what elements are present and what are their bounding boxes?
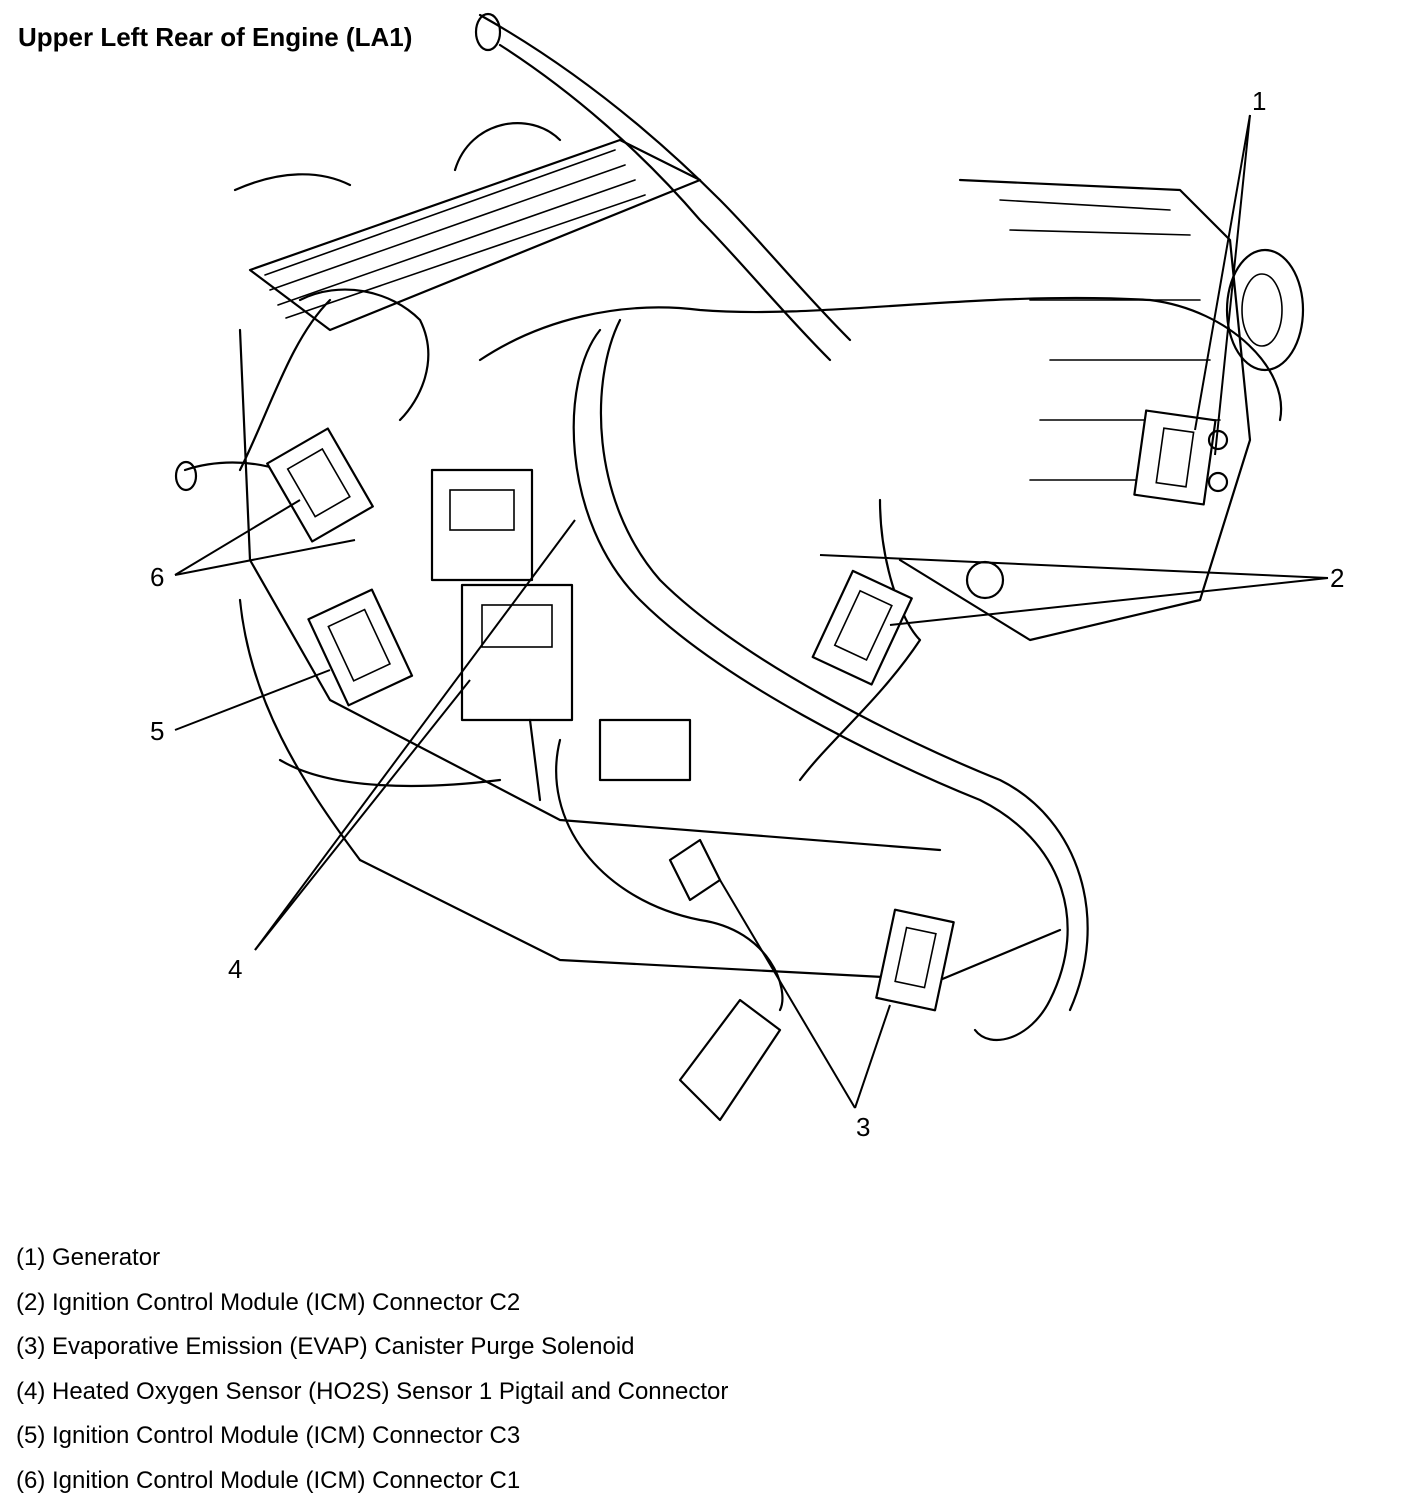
valve-cover xyxy=(235,123,1060,980)
page-title: Upper Left Rear of Engine (LA1) xyxy=(18,22,412,53)
callout-2: 2 xyxy=(1330,563,1344,593)
callout-6: 6 xyxy=(150,562,164,592)
icm-connector-c2 xyxy=(813,571,912,685)
legend: (1) Generator (2) Ignition Control Modul… xyxy=(16,1236,728,1503)
legend-item: (1) Generator xyxy=(16,1236,728,1281)
evap-purge-solenoid xyxy=(600,720,954,1120)
generator xyxy=(900,180,1303,640)
callout-1: 1 xyxy=(1252,86,1266,116)
callout-3: 3 xyxy=(856,1112,870,1142)
legend-item: (2) Ignition Control Module (ICM) Connec… xyxy=(16,1281,728,1326)
icm-connector-c1 xyxy=(267,429,373,542)
wiring-harness xyxy=(176,14,1281,1040)
callout-5: 5 xyxy=(150,716,164,746)
ho2s-connector xyxy=(432,470,572,800)
legend-item: (6) Ignition Control Module (ICM) Connec… xyxy=(16,1459,728,1503)
legend-item: (4) Heated Oxygen Sensor (HO2S) Sensor 1… xyxy=(16,1370,728,1415)
callout-4: 4 xyxy=(228,954,242,984)
legend-item: (3) Evaporative Emission (EVAP) Canister… xyxy=(16,1325,728,1370)
legend-item: (5) Ignition Control Module (ICM) Connec… xyxy=(16,1414,728,1459)
